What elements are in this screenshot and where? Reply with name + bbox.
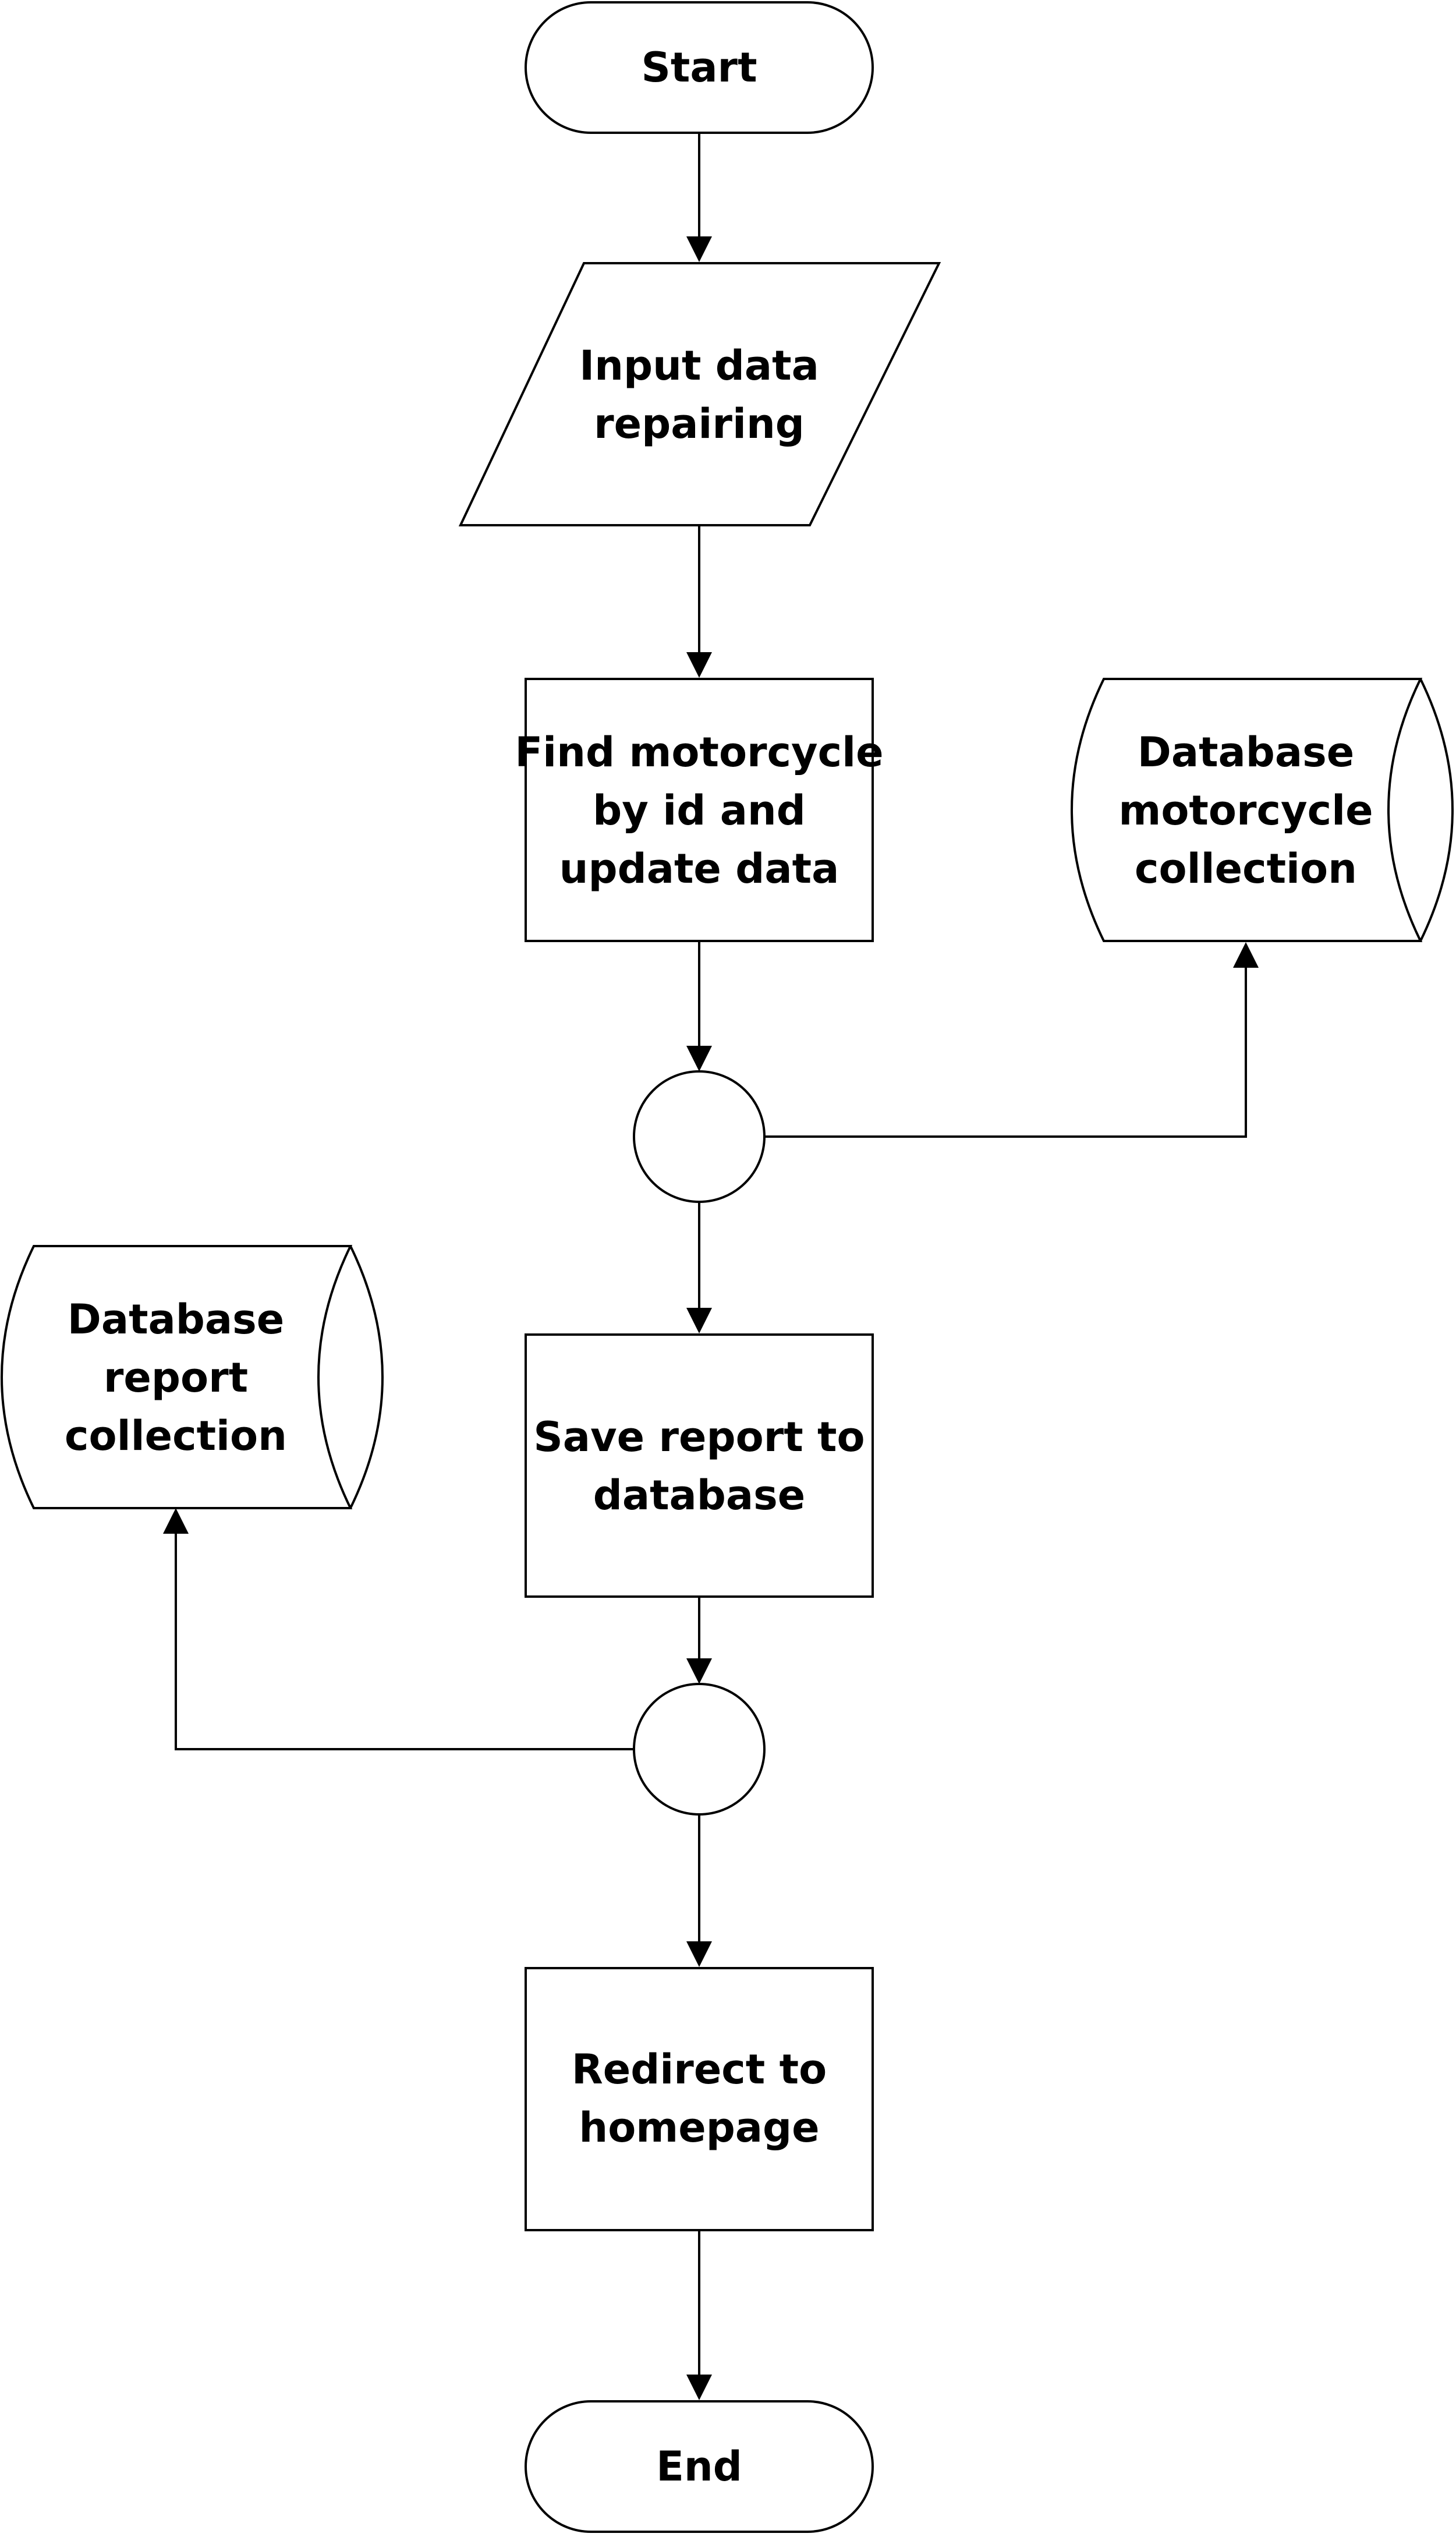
find-motorcycle-label-line-3: update data (559, 845, 839, 893)
arrowhead-find (686, 652, 712, 678)
find-motorcycle-label-line-1: Find motorcycle (515, 728, 883, 776)
arrowhead-connector-2 (686, 1658, 712, 1684)
node-connector-1 (633, 1070, 766, 1203)
save-report-label-line-1: Save report to (533, 1413, 865, 1461)
edges (163, 133, 1259, 2400)
arrowhead-db-report (163, 1508, 189, 1534)
edge-connector-1-to-db-motorcycle (764, 967, 1247, 1138)
input-output-shape (458, 262, 941, 526)
find-motorcycle-label-line-2: by id and (593, 787, 806, 834)
db-motorcycle-label-line-1: Database (1138, 728, 1355, 776)
node-end: End (525, 2400, 874, 2533)
connector-shape (633, 1683, 766, 1816)
node-save-report: Save report to database (525, 1333, 874, 1598)
node-find-motorcycle: Find motorcycle by id and update data (515, 678, 884, 942)
start-label: Start (641, 44, 757, 91)
node-start: Start (525, 1, 874, 134)
terminator-shape (525, 1, 874, 134)
db-report-label-line-1: Database (68, 1296, 285, 1343)
arrowhead-input (686, 236, 712, 262)
node-db-motorcycle: Database motorcycle collection (1071, 678, 1454, 942)
redirect-label-line-2: homepage (579, 2104, 819, 2152)
input-data-label-line-1: Input data (579, 342, 819, 390)
db-motorcycle-label-line-2: motorcycle (1118, 787, 1373, 834)
stored-data-right-curve (349, 1245, 384, 1509)
redirect-label-line-1: Redirect to (572, 2046, 827, 2093)
process-shape (525, 678, 874, 942)
process-shape (525, 1333, 874, 1598)
process-shape (525, 1967, 874, 2231)
node-redirect: Redirect to homepage (525, 1967, 874, 2231)
connector-shape (633, 1070, 766, 1203)
stored-data-right-curve (1419, 678, 1454, 942)
db-report-label-line-3: collection (65, 1412, 287, 1460)
node-db-report: Database report collection (1, 1245, 384, 1509)
arrowhead-end (686, 2375, 712, 2400)
arrowhead-save-report (686, 1308, 712, 1333)
node-input-data: Input data repairing (458, 262, 941, 526)
db-motorcycle-label-line-3: collection (1135, 845, 1357, 893)
arrowhead-db-motorcycle (1233, 942, 1259, 968)
input-data-label-line-2: repairing (594, 400, 805, 448)
save-report-label-line-2: database (593, 1471, 806, 1519)
arrowhead-redirect (686, 1941, 712, 1967)
node-connector-2 (633, 1683, 766, 1816)
db-report-label-line-2: report (104, 1354, 248, 1402)
arrowhead-connector-1 (686, 1046, 712, 1071)
end-label: End (656, 2443, 742, 2490)
edge-connector-2-to-db-report (175, 1533, 634, 1750)
terminator-shape (525, 2400, 874, 2533)
